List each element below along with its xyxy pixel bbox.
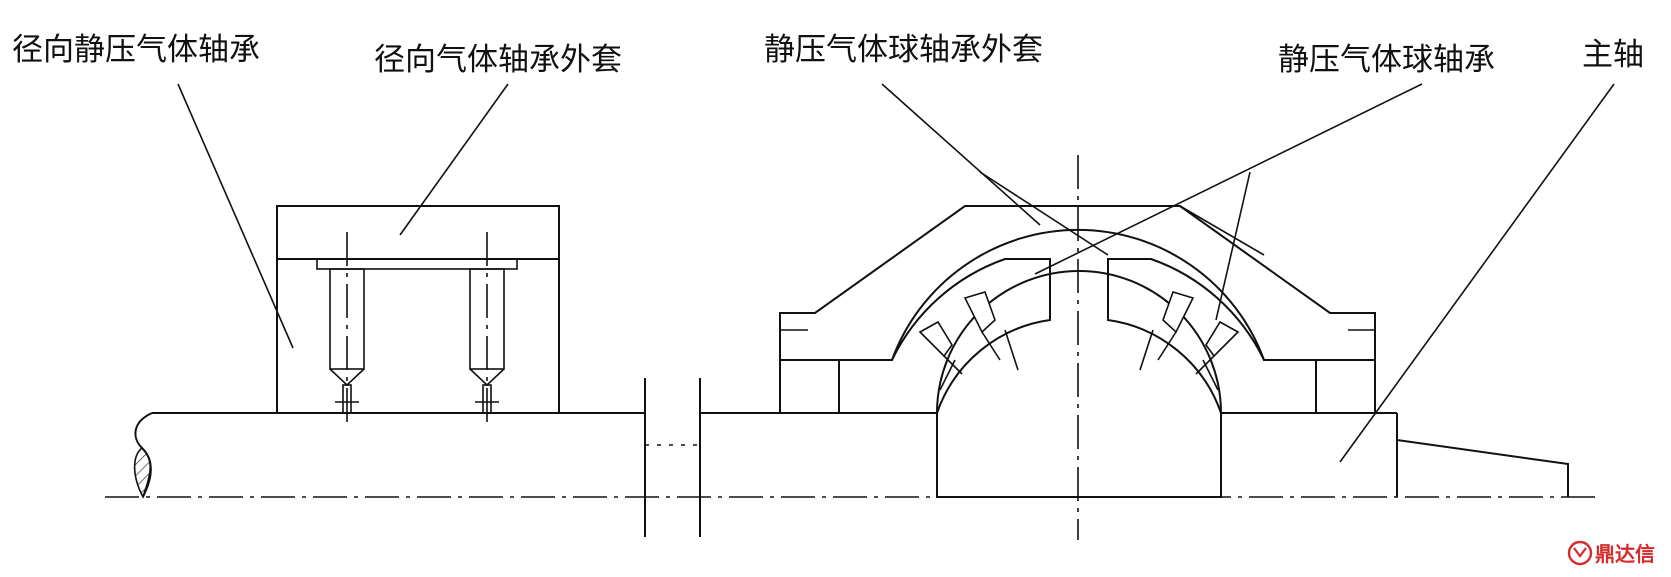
radial-bearing [276, 205, 560, 414]
ball-bearing-assembly [779, 205, 1376, 498]
shaft-left [133, 378, 701, 537]
leader-lines [177, 83, 1615, 463]
label-ball-bearing: 静压气体球轴承 [1278, 42, 1495, 78]
spindle [645, 412, 1569, 497]
label-spindle: 主轴 [1582, 37, 1644, 73]
watermark-logo-icon [1567, 540, 1593, 566]
label-radial-sleeve: 径向气体轴承外套 [374, 42, 622, 78]
center-lines [105, 155, 1600, 540]
label-ball-sleeve: 静压气体球轴承外套 [764, 32, 1043, 68]
label-radial-bearing: 径向静压气体轴承 [12, 32, 260, 68]
watermark: 鼎达信 [1567, 540, 1655, 566]
watermark-text: 鼎达信 [1595, 542, 1655, 566]
